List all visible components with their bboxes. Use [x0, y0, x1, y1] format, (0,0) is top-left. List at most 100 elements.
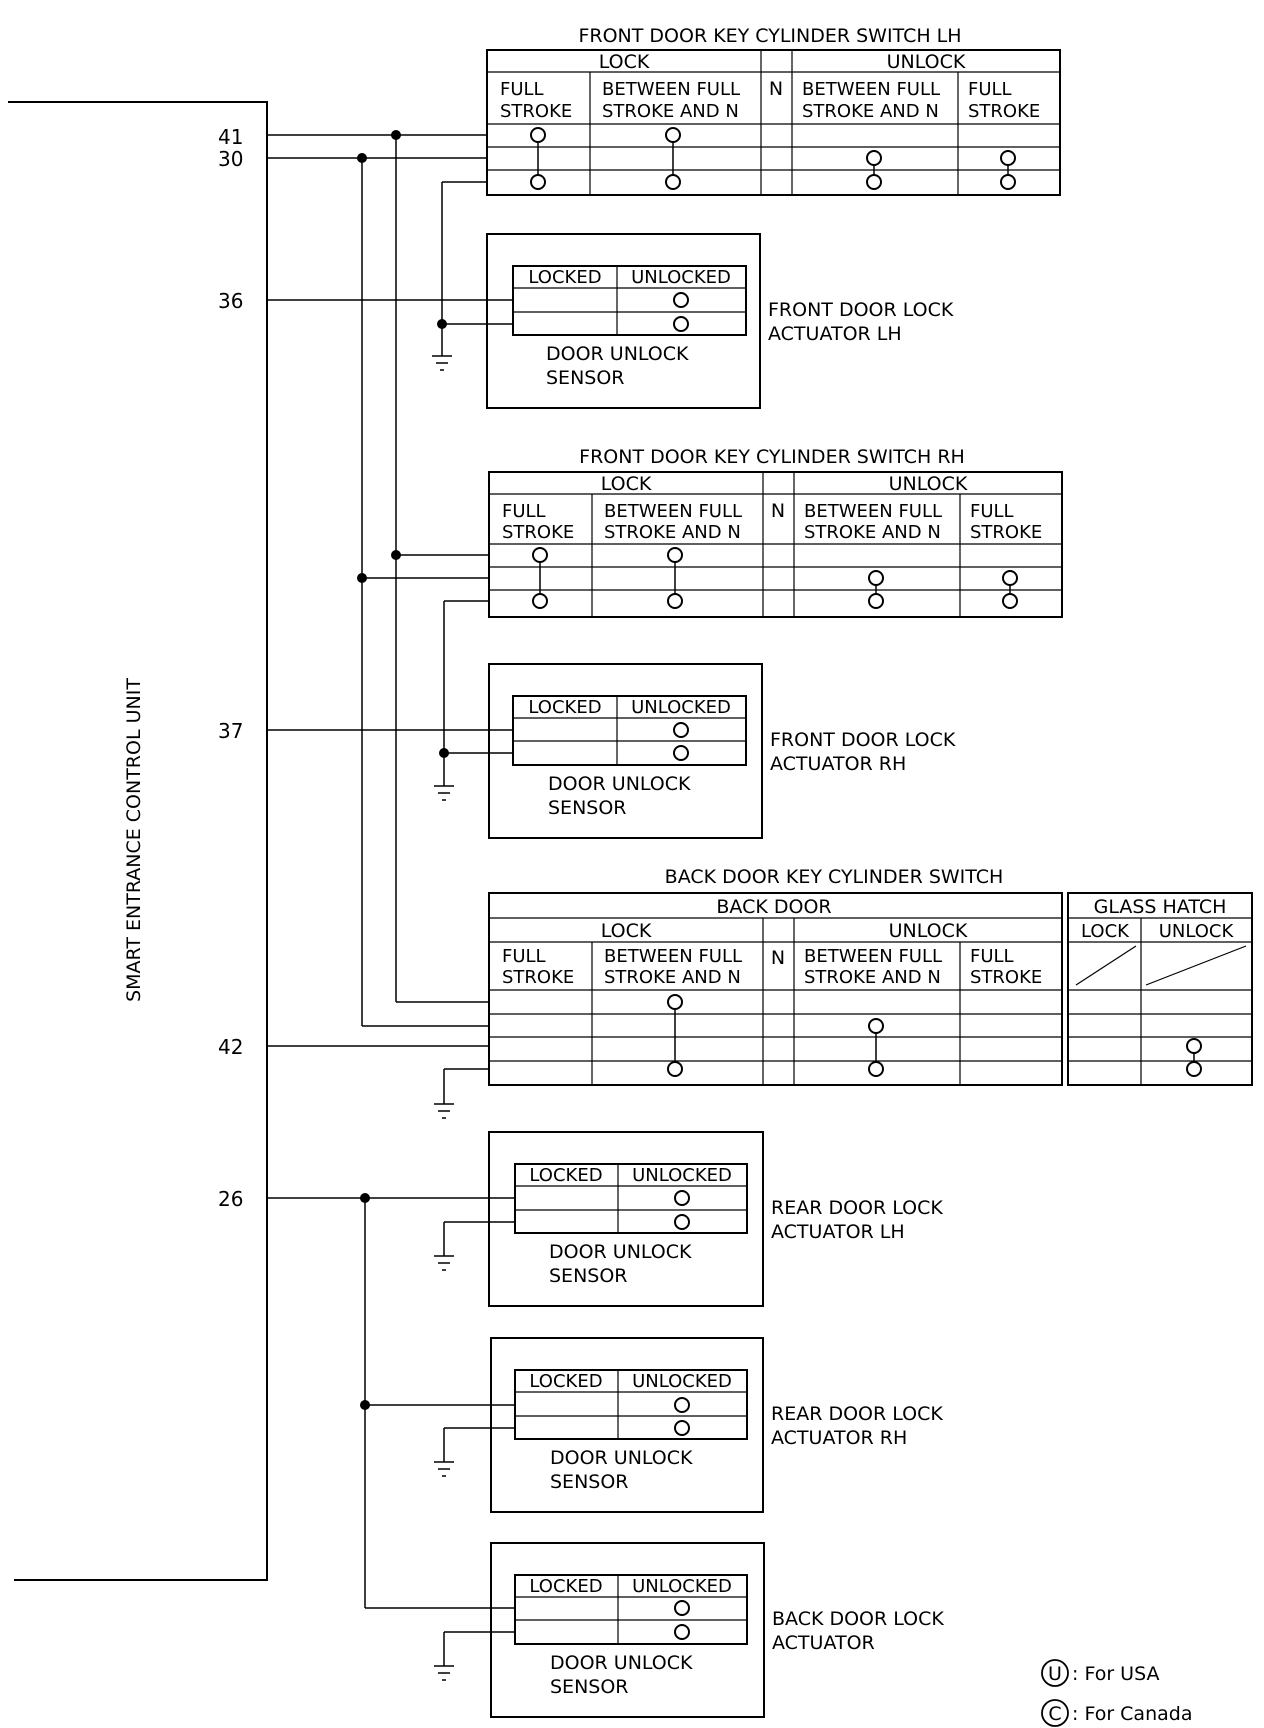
col-between-l2: STROKE AND N — [804, 522, 941, 543]
col-between-l2: STROKE AND N — [604, 967, 741, 988]
col-between-l1: BETWEEN FULL — [602, 79, 740, 100]
col-full-stroke-l1: FULL — [500, 79, 544, 100]
legend-canada: C : For Canada — [1041, 1699, 1192, 1727]
glass-hatch-header: GLASS HATCH — [1094, 896, 1227, 918]
sensor-label-l1: DOOR UNLOCK — [549, 1241, 692, 1263]
actuator-name-l1: REAR DOOR LOCK — [771, 1403, 943, 1425]
canada-label: : For Canada — [1072, 1703, 1192, 1725]
actuator-name-l2: ACTUATOR RH — [770, 753, 906, 775]
locked-header: LOCKED — [529, 1576, 602, 1597]
unlocked-header: UNLOCKED — [632, 1371, 732, 1392]
col-between-l2: STROKE AND N — [802, 101, 939, 122]
sensor-label-l2: SENSOR — [549, 1265, 628, 1287]
switch-title: FRONT DOOR KEY CYLINDER SWITCH LH — [578, 25, 961, 47]
canada-symbol-icon — [1041, 1699, 1069, 1727]
back-door-header: BACK DOOR — [716, 896, 831, 918]
lock-header: LOCK — [599, 51, 650, 73]
actuator-name-l2: ACTUATOR — [772, 1632, 875, 1654]
locked-header: LOCKED — [529, 1371, 602, 1392]
col-full-stroke-l2: STROKE — [970, 522, 1042, 543]
rear-rh-actuator: LOCKED UNLOCKED DOOR UNLOCK SENSOR REAR … — [490, 1337, 943, 1513]
terminal-41: 41 — [218, 125, 243, 149]
col-between-l1: BETWEEN FULL — [804, 501, 942, 522]
ground-icon — [434, 1103, 454, 1119]
glass-hatch-unlock-header: UNLOCK — [1159, 921, 1235, 942]
col-between-l1: BETWEEN FULL — [604, 501, 742, 522]
junction-dot — [391, 550, 401, 560]
unlocked-header: UNLOCKED — [632, 1165, 732, 1186]
lock-header: LOCK — [601, 920, 652, 942]
actuator-name-l1: FRONT DOOR LOCK — [770, 729, 956, 751]
sensor-label-l1: DOOR UNLOCK — [550, 1447, 693, 1469]
canada-symbol-letter: C — [1048, 1703, 1061, 1725]
usa-label: : For USA — [1072, 1663, 1160, 1685]
col-between-l2: STROKE AND N — [604, 522, 741, 543]
front-lh-actuator: LOCKED UNLOCKED DOOR UNLOCK SENSOR FRONT… — [486, 233, 954, 409]
junction-dot — [360, 1193, 370, 1203]
sensor-label-l2: SENSOR — [548, 797, 627, 819]
actuator-name-l1: FRONT DOOR LOCK — [768, 299, 954, 321]
unlocked-header: UNLOCKED — [631, 697, 731, 718]
sensor-label-l1: DOOR UNLOCK — [548, 773, 691, 795]
front-rh-actuator: LOCKED UNLOCKED DOOR UNLOCK SENSOR FRONT… — [488, 663, 956, 839]
front-rh-key-switch: FRONT DOOR KEY CYLINDER SWITCH RH LOCK U… — [488, 446, 1063, 618]
junction-dot — [357, 153, 367, 163]
ground-icon — [434, 1461, 454, 1477]
ground-symbols — [432, 355, 454, 1681]
legend-usa: U : For USA — [1041, 1659, 1160, 1687]
col-between-l1: BETWEEN FULL — [802, 79, 940, 100]
control-unit: SMART ENTRANCE CONTROL UNIT 41 30 36 37 … — [8, 101, 268, 1581]
ground-icon — [434, 785, 454, 801]
terminal-26: 26 — [218, 1187, 243, 1211]
unlocked-header: UNLOCKED — [631, 267, 731, 288]
col-full-stroke-l1: FULL — [502, 946, 546, 967]
sensor-label-l1: DOOR UNLOCK — [550, 1652, 693, 1674]
col-between-l1: BETWEEN FULL — [604, 946, 742, 967]
junction-dot — [357, 573, 367, 583]
contact-pairs — [667, 994, 1202, 1077]
front-lh-key-switch: FRONT DOOR KEY CYLINDER SWITCH LH LOCK U… — [486, 25, 1061, 196]
contact-pairs — [530, 127, 1016, 190]
neutral-header: N — [769, 78, 783, 100]
locked-header: LOCKED — [528, 267, 601, 288]
switch-title: FRONT DOOR KEY CYLINDER SWITCH RH — [579, 446, 965, 468]
wiring — [267, 130, 515, 1666]
unlock-header: UNLOCK — [889, 920, 968, 942]
terminal-37: 37 — [218, 719, 243, 743]
legend: U : For USA C : For Canada — [1041, 1659, 1192, 1727]
neutral-header: N — [771, 947, 785, 969]
sensor-label-l2: SENSOR — [550, 1676, 629, 1698]
actuator-name-l1: REAR DOOR LOCK — [771, 1197, 943, 1219]
col-full-stroke-l1: FULL — [502, 501, 546, 522]
terminal-36: 36 — [218, 289, 243, 313]
col-full-stroke-l2: STROKE — [502, 522, 574, 543]
back-door-key-switch: BACK DOOR KEY CYLINDER SWITCH BACK DOOR … — [488, 866, 1253, 1086]
ground-icon — [434, 1665, 454, 1681]
col-full-stroke-l1: FULL — [970, 946, 1014, 967]
glass-hatch-lock-header: LOCK — [1081, 921, 1130, 942]
locked-header: LOCKED — [528, 697, 601, 718]
junction-dot — [391, 130, 401, 140]
contact-pairs — [532, 547, 1018, 609]
sensor-label-l2: SENSOR — [546, 367, 625, 389]
terminal-30: 30 — [218, 147, 243, 171]
unlock-header: UNLOCK — [887, 51, 966, 73]
usa-symbol-icon — [1041, 1659, 1069, 1687]
neutral-header: N — [771, 500, 785, 522]
lock-header: LOCK — [601, 473, 652, 495]
sensor-label-l2: SENSOR — [550, 1471, 629, 1493]
junction-dot — [439, 748, 449, 758]
col-between-l1: BETWEEN FULL — [804, 946, 942, 967]
col-full-stroke-l2: STROKE — [502, 967, 574, 988]
col-full-stroke-l1: FULL — [968, 79, 1012, 100]
col-full-stroke-l2: STROKE — [500, 101, 572, 122]
actuator-name-l2: ACTUATOR LH — [768, 323, 902, 345]
terminal-42: 42 — [218, 1035, 243, 1059]
col-full-stroke-l2: STROKE — [970, 967, 1042, 988]
rear-lh-actuator: LOCKED UNLOCKED DOOR UNLOCK SENSOR REAR … — [488, 1131, 943, 1307]
unlock-header: UNLOCK — [889, 473, 968, 495]
actuator-name-l1: BACK DOOR LOCK — [772, 1608, 944, 1630]
locked-header: LOCKED — [529, 1165, 602, 1186]
switch-title: BACK DOOR KEY CYLINDER SWITCH — [665, 866, 1004, 888]
